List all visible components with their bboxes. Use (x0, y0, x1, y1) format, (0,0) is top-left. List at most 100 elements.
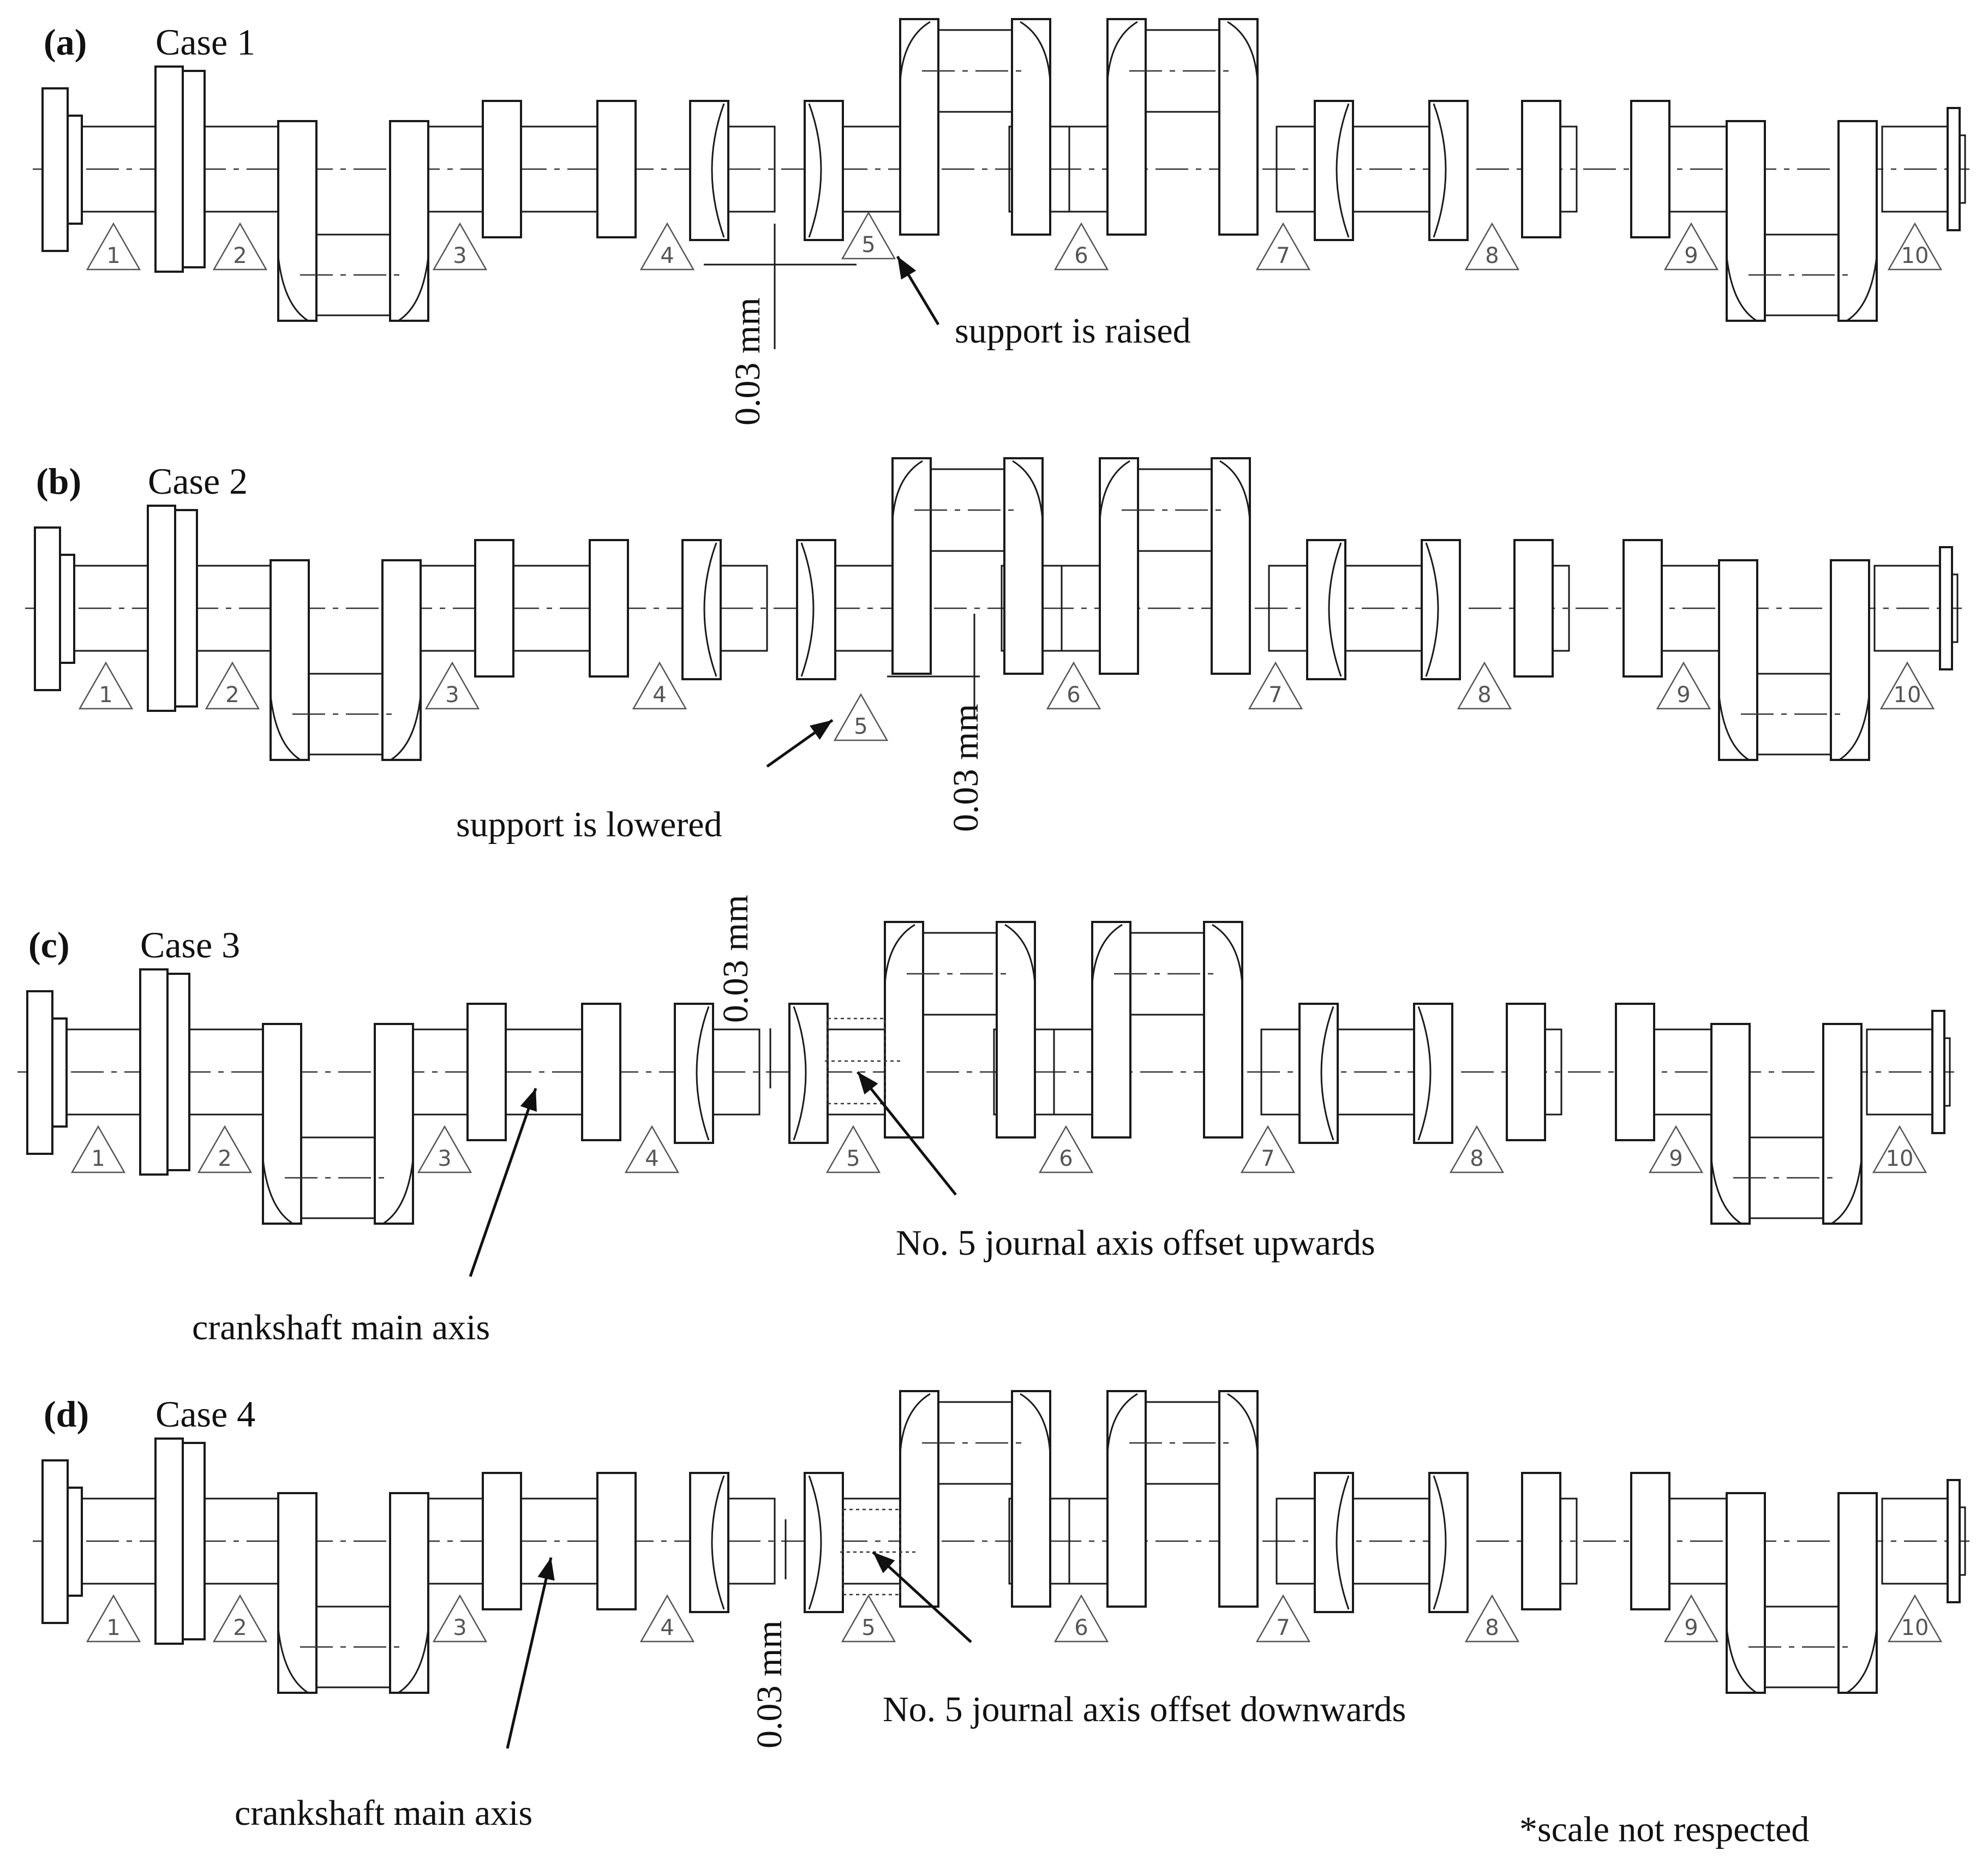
crank-6-web-left (1726, 120, 1766, 322)
support-10-triangle (1887, 222, 1943, 271)
crank-6-web-curve (1839, 695, 1870, 761)
main-journal (1352, 1497, 1430, 1585)
support-4-triangle (639, 1594, 695, 1643)
main-journal (1034, 1028, 1093, 1116)
main-journal (420, 565, 476, 652)
cheek-web (689, 1472, 729, 1613)
crank-4-web-left (1106, 1390, 1147, 1608)
crank-1-web-left (277, 120, 318, 322)
gear (147, 505, 176, 712)
support-1-label: 1 (106, 243, 120, 268)
rear-flange-hub (1959, 134, 1966, 204)
journal-offset-arrow-head (858, 1072, 878, 1095)
cheek-web (1428, 1472, 1469, 1613)
rear-flange (1931, 1010, 1945, 1134)
crank-4-web-right (1218, 1390, 1259, 1608)
dimension-label: 0.03 mm (946, 704, 986, 832)
crank-4-web-right (1203, 921, 1243, 1139)
support-8-triangle (1464, 222, 1520, 271)
journal-5-offset (842, 1508, 901, 1596)
support-10-label: 10 (1886, 1146, 1914, 1171)
crank-3-web-curve (1004, 924, 1036, 985)
support-4-label: 4 (660, 243, 674, 268)
crank-1-web-right (374, 1023, 414, 1225)
support-7-triangle (1240, 1125, 1296, 1173)
panel-letter: (c) (28, 924, 69, 966)
main-journal (1352, 125, 1430, 213)
crank-1-web-curve (277, 1628, 309, 1694)
main-journal (1041, 565, 1101, 652)
cheek-curve (1336, 103, 1350, 238)
counterweight (1615, 1003, 1655, 1141)
support-3-triangle (432, 1594, 488, 1643)
support-2-label: 2 (225, 682, 239, 708)
annotation-raised: support is raised (955, 311, 1191, 351)
support-1-triangle (86, 222, 141, 271)
crank-3-web-left (891, 457, 932, 675)
support-3-triangle (424, 661, 480, 710)
support-3-label: 3 (438, 1146, 451, 1171)
support-7-label: 7 (1276, 243, 1290, 268)
support-8-label: 8 (1485, 1615, 1499, 1640)
support-10-triangle (1879, 661, 1935, 710)
support-9-label: 9 (1676, 682, 1690, 708)
crank-3-web-left (899, 1390, 939, 1608)
support-9-label: 9 (1669, 1146, 1682, 1171)
support-6-label: 6 (1067, 682, 1080, 708)
crank-4-web-curve (1227, 21, 1259, 82)
support-4-label: 4 (645, 1146, 658, 1171)
crank-4-web-curve (1219, 460, 1251, 522)
crank-1-web-right (389, 120, 429, 322)
cheek-web (1413, 1003, 1453, 1144)
counterweight (466, 1003, 507, 1141)
support-8-label: 8 (1477, 682, 1491, 708)
counterweight (474, 539, 514, 678)
crank-4-web-curve (1106, 21, 1138, 82)
crank-1-web-left (277, 1492, 318, 1694)
annotation-main-axis: crankshaft main axis (192, 1308, 490, 1347)
crank-6-web-left (1710, 1023, 1751, 1225)
counterweight (581, 1003, 621, 1141)
support-4-triangle (632, 661, 687, 710)
cheek-web (804, 100, 844, 241)
crank-6-web-left (1718, 559, 1758, 761)
annotation-journal-offset: No. 5 journal axis offset upwards (896, 1223, 1375, 1263)
crank-3-web-curve (1020, 21, 1051, 82)
crank-1-web-curve (270, 695, 301, 761)
case-title: Case 4 (155, 1393, 255, 1435)
journal-offset-arrow-head (873, 1552, 895, 1573)
support-1-label: 1 (99, 682, 112, 708)
support-8-triangle (1449, 1125, 1505, 1173)
support-2-triangle (197, 1125, 253, 1173)
crank-4-web-curve (1212, 924, 1243, 985)
cheek-curve (808, 103, 822, 238)
case-title: Case 2 (148, 460, 248, 502)
crank-1-web-curve (390, 695, 422, 761)
support-4-label: 4 (660, 1615, 674, 1640)
counterweight (1521, 100, 1561, 238)
counterweight (482, 100, 522, 238)
crank-6-web-curve (1726, 1628, 1757, 1694)
flange (26, 990, 53, 1155)
support-5-label: 5 (854, 714, 867, 739)
support-1-triangle (86, 1594, 141, 1643)
crank-4-web-curve (1227, 1393, 1259, 1454)
crank-6-web-left (1726, 1492, 1766, 1694)
counterweight (1513, 539, 1554, 678)
cheek-web (689, 100, 729, 241)
support-6-label: 6 (1074, 1615, 1088, 1640)
cheek-curve (1433, 103, 1447, 238)
crank-6-web-curve (1846, 1628, 1878, 1694)
support-4-triangle (624, 1125, 680, 1173)
support-1-label: 1 (106, 1615, 120, 1640)
support-10-triangle (1872, 1125, 1927, 1173)
support-7-label: 7 (1268, 682, 1282, 708)
support-2-label: 2 (233, 243, 247, 268)
support-5-label: 5 (861, 1615, 875, 1640)
crank-1-web-curve (382, 1159, 414, 1225)
journal-5 (842, 125, 901, 213)
main-journal (427, 125, 484, 213)
